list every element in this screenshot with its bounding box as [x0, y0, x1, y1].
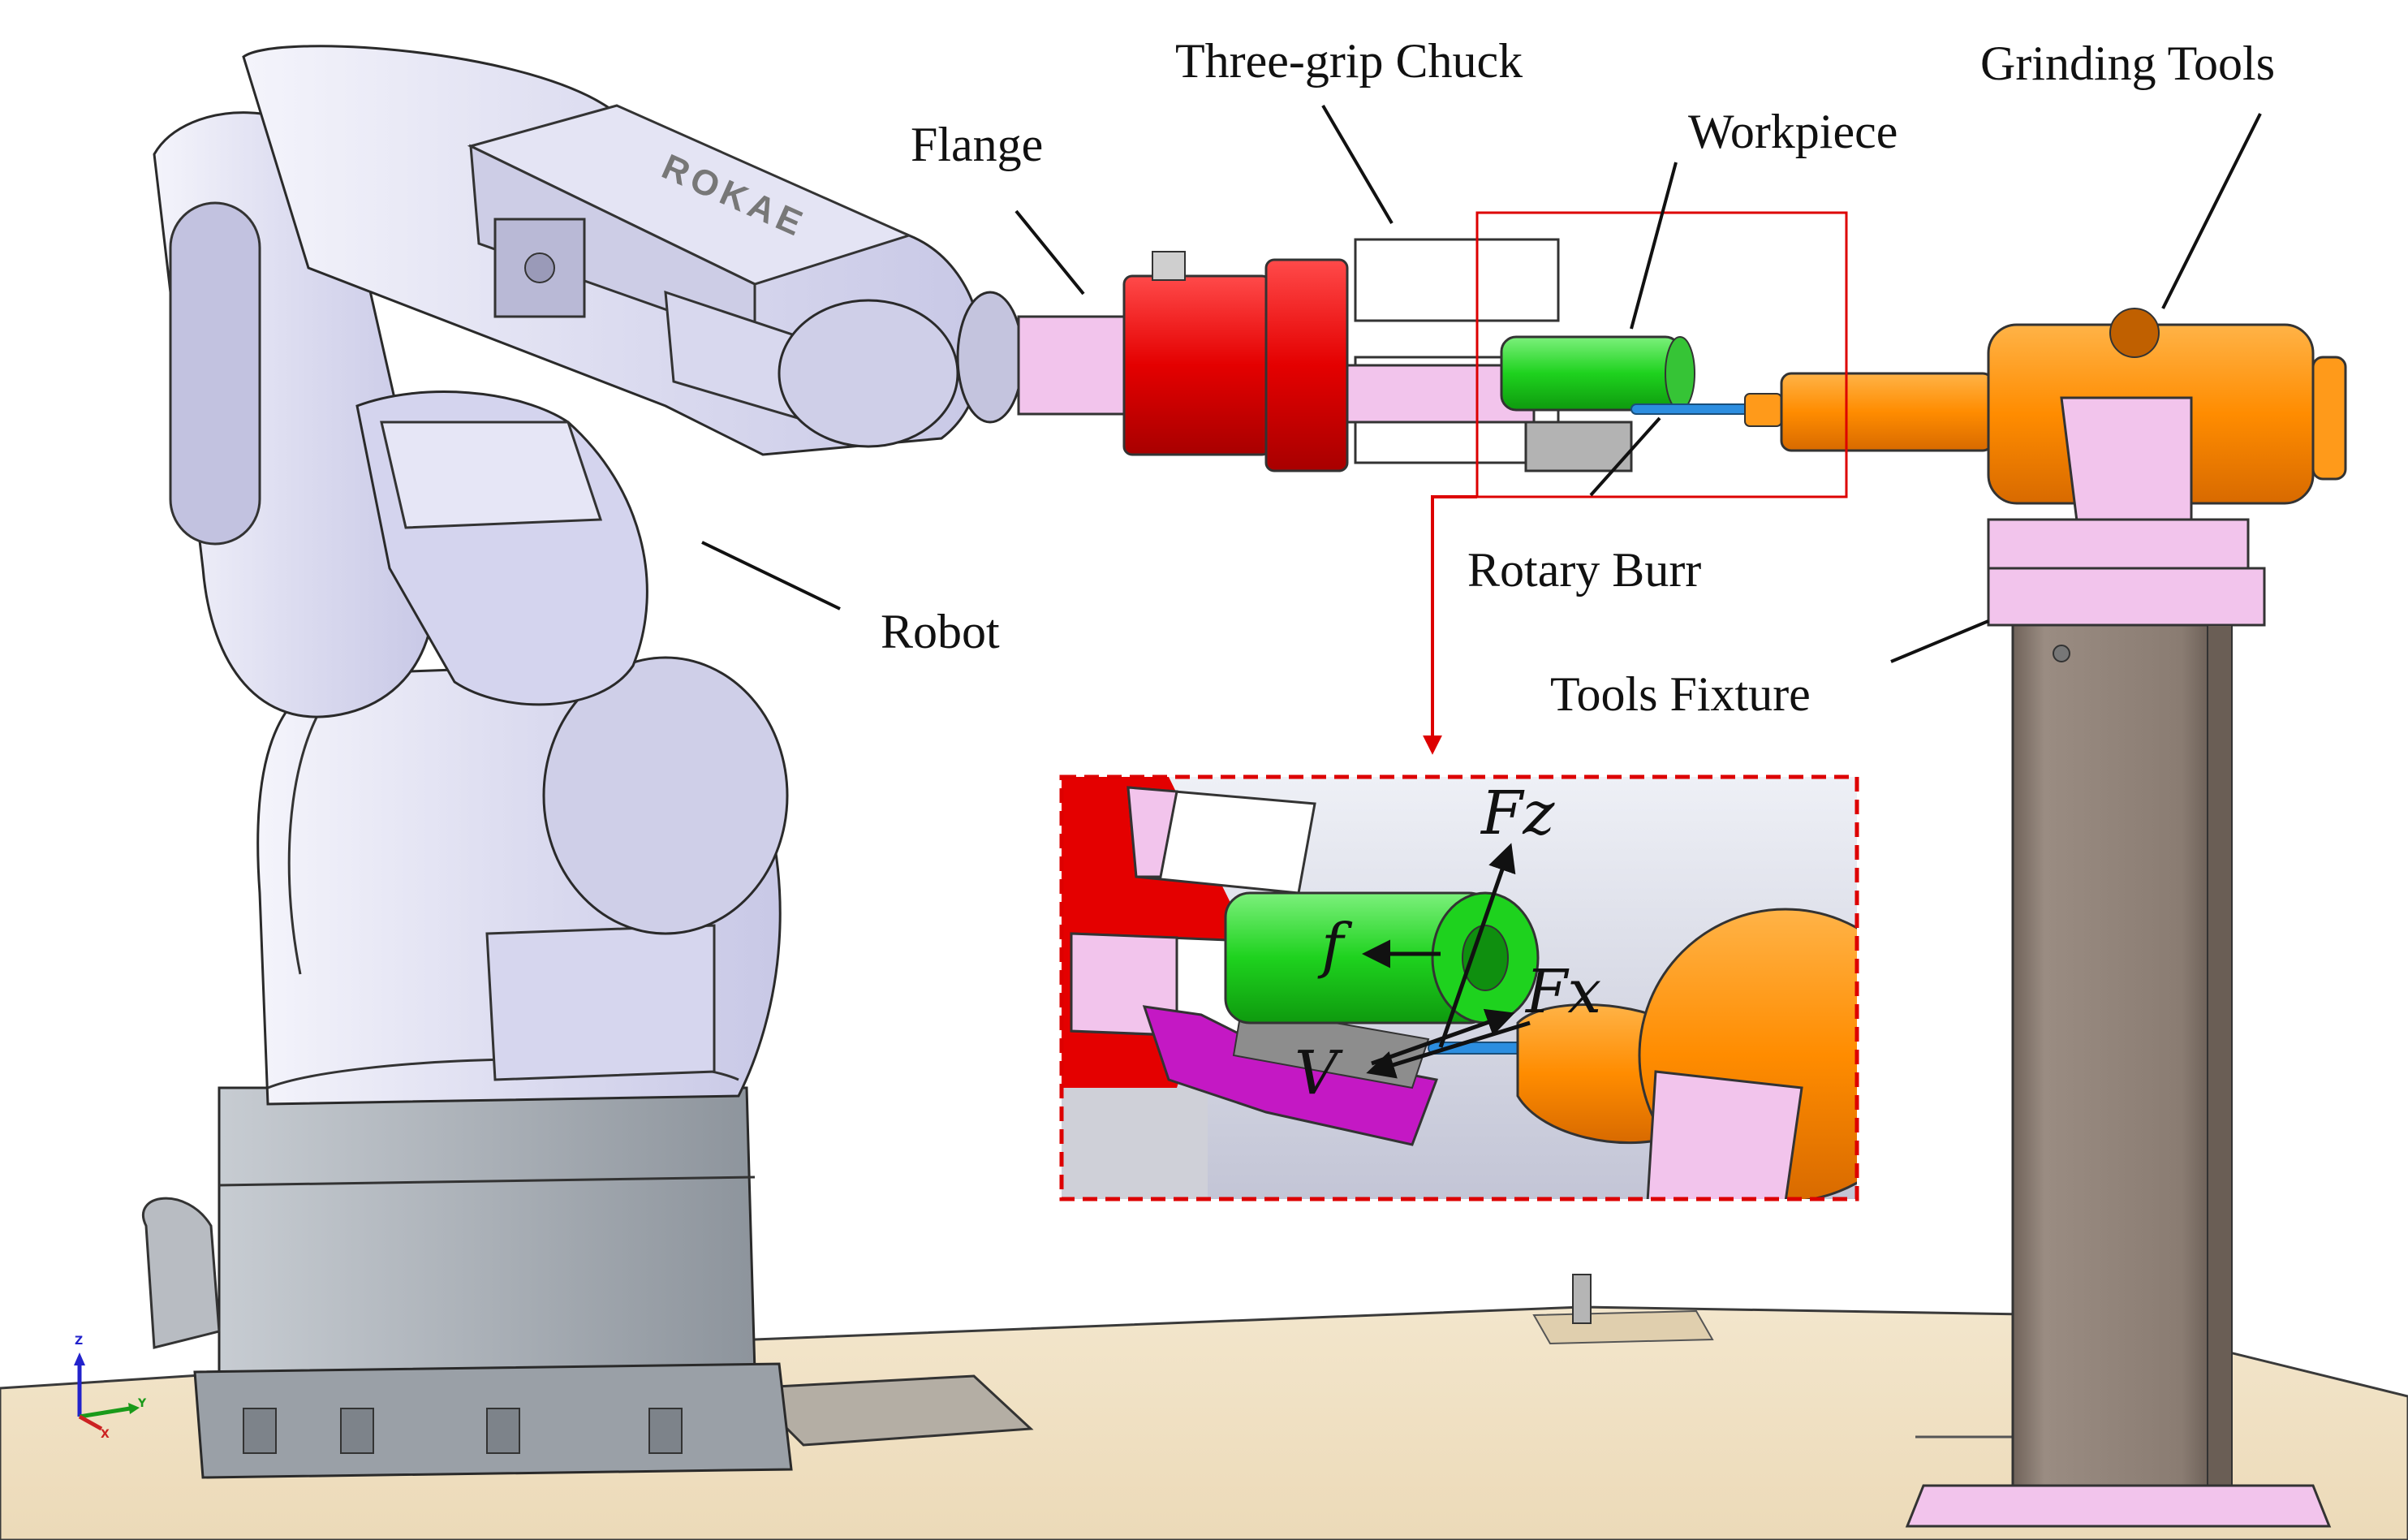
force-label-v: V	[1294, 1038, 1338, 1108]
tools-fixture	[1905, 396, 2332, 1528]
grinding-tools	[1744, 308, 2347, 505]
label-robot: Robot	[881, 605, 1000, 658]
label-flange: Flange	[911, 118, 1044, 171]
axis-triad	[74, 1352, 140, 1431]
axis-z-label: Z	[75, 1335, 84, 1348]
robot-upper-arm	[153, 111, 648, 718]
leader-lines	[701, 104, 2262, 663]
label-rotary-burr: Rotary Burr	[1467, 543, 1702, 597]
robot-forearm	[242, 45, 1024, 456]
label-three-grip-chuck: Three-grip Chuck	[1175, 34, 1523, 88]
axis-x-label: X	[101, 1428, 110, 1441]
force-vectors	[1362, 843, 1531, 1079]
workpiece	[1500, 335, 1695, 412]
force-label-fx: Fx	[1526, 957, 1602, 1027]
inset-detail	[1059, 774, 1859, 1201]
robot-pedestal	[142, 1086, 793, 1479]
flange	[1017, 315, 1126, 416]
rotary-burr	[1630, 403, 1754, 415]
force-label-fz: Fz	[1481, 779, 1555, 848]
robot-lower-body	[256, 656, 789, 1106]
label-tools-fixture: Tools Fixture	[1550, 667, 1811, 721]
label-workpiece: Workpiece	[1688, 105, 1898, 158]
axis-y-label: Y	[138, 1397, 147, 1410]
label-grinding-tools: Grinding Tools	[1980, 37, 2276, 90]
force-label-f: f	[1321, 911, 1344, 981]
